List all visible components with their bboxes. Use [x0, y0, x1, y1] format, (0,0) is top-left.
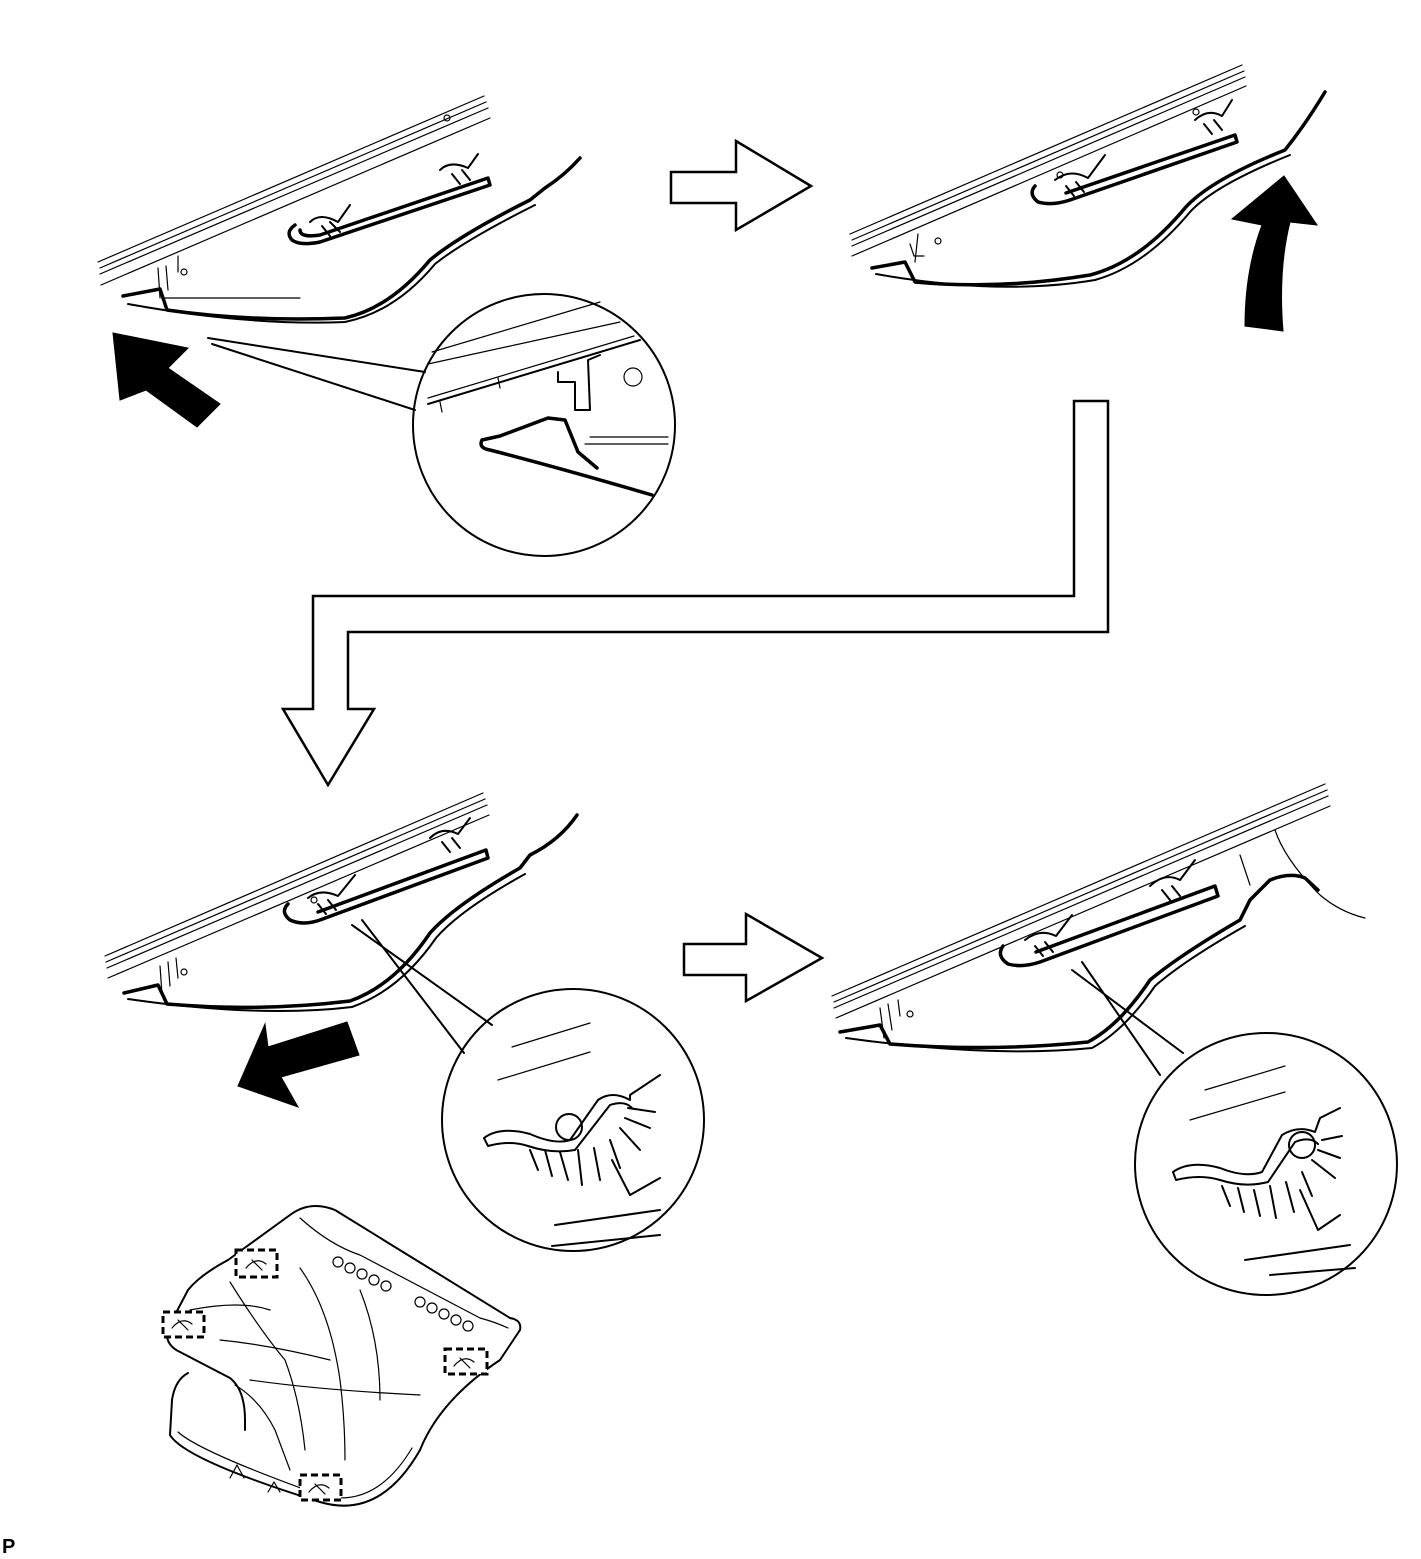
trim-panel-outline [122, 813, 579, 1013]
step-3-panel-view [104, 792, 705, 1507]
figure-corner-code: P [2, 1536, 16, 1558]
step-arrow-3-to-4 [682, 911, 825, 1004]
clip-location-marker [234, 1248, 279, 1279]
detail-callout-circle-3 [1071, 961, 1398, 1296]
removed-trim-panel-part [161, 1205, 522, 1507]
step-2-panel-view [849, 64, 1327, 332]
step-arrow-2-to-3 [280, 399, 1110, 788]
lift-arrow-step-2 [1230, 175, 1319, 332]
step-arrow-1-to-2 [669, 138, 814, 233]
push-arrow-step-1 [112, 332, 221, 428]
roof-rail-edge [104, 792, 490, 979]
clip-location-marker [298, 1473, 343, 1502]
roof-rail-edge [97, 95, 491, 286]
roof-rail-edge [849, 64, 1247, 257]
roof-rail-edge [831, 783, 1331, 1019]
trim-panel-outline [121, 114, 582, 324]
clip-location-marker [161, 1310, 206, 1339]
step-4-panel-view [831, 783, 1398, 1296]
pull-arrow-step-3 [237, 1021, 360, 1108]
step-1-panel-view [97, 95, 676, 557]
clip-bracket [282, 817, 490, 925]
clip-bracket [1030, 99, 1239, 206]
detail-callout-circle-2 [351, 919, 705, 1252]
trim-panel-outline [870, 90, 1327, 288]
detail-callout-circle-1 [207, 293, 676, 557]
panel-light-holes [332, 1256, 474, 1332]
trim-panel-outline [838, 829, 1366, 1053]
clip-bracket [287, 153, 492, 246]
clip-location-marker [443, 1347, 489, 1376]
clip-bracket [998, 859, 1220, 968]
